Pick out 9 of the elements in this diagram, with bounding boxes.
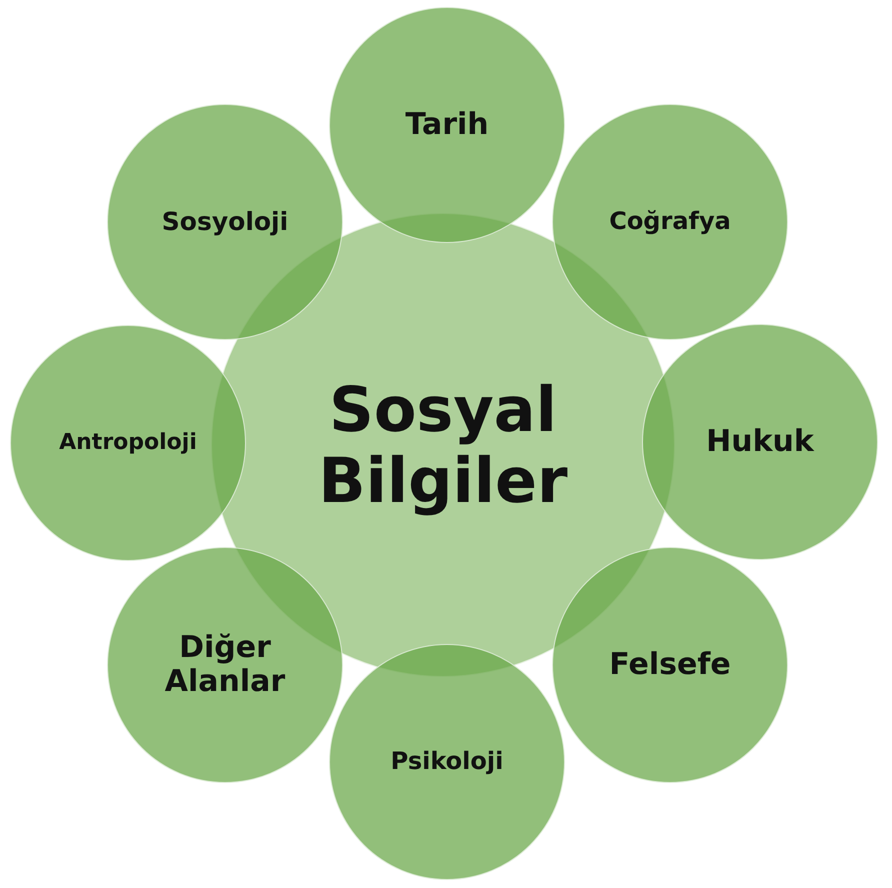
- circle-label: Hukuk: [706, 424, 814, 460]
- title-label: Sosyal Bilgiler: [317, 374, 569, 516]
- circle-label: Antropoloji: [59, 430, 197, 456]
- circle-label: Felsefe: [609, 648, 731, 682]
- circle-label: Psikoloji: [390, 748, 504, 776]
- circle-label: Diğer Alanlar: [164, 630, 286, 700]
- circle-label: Tarih: [405, 108, 489, 142]
- circle-label: Coğrafya: [609, 208, 731, 236]
- circle-label: Sosyoloji: [162, 208, 288, 236]
